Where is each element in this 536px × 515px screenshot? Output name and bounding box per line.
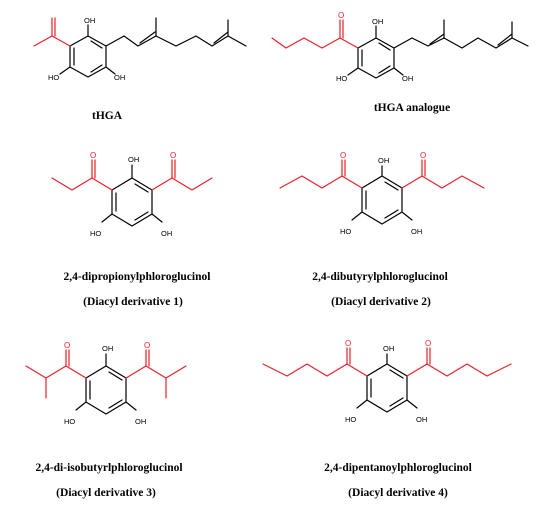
dibutyryl-o-left: O [340, 151, 346, 160]
dipentanoyl-o-right: O [425, 339, 431, 348]
dipentanoyl-oh-top: OH [383, 344, 394, 353]
dipropionyl-oh-left: HO [90, 229, 101, 238]
thga-oh-top: OH [84, 16, 95, 25]
structure-thga [33, 17, 247, 78]
dipentanoyl-oh-right: OH [416, 415, 427, 424]
caption-dibutyryl: 2,4-dibutyrylphloroglucinol [312, 271, 448, 283]
caption-diisobutyryl: 2,4-di-isobutyrlphloroglucinol [35, 462, 183, 474]
caption-dipropionyl: 2,4-dipropionylphloroglucinol [63, 271, 211, 283]
thga-oh-left: HO [48, 73, 59, 82]
analogue-oh-top: OH [372, 17, 383, 26]
structure-thga-analogue [271, 19, 529, 79]
structure-diisobutyryl [25, 349, 187, 415]
dibutyryl-oh-left: HO [340, 227, 351, 236]
dipropionyl-o-left: O [90, 151, 96, 160]
dipropionyl-oh-right: OH [161, 229, 172, 238]
subcaption-dipropionyl: (Diacyl derivative 1) [83, 296, 183, 308]
diisobutyryl-oh-right: OH [135, 417, 146, 426]
diisobutyryl-oh-top: OH [102, 344, 113, 353]
structure-dipropionyl [51, 159, 213, 227]
thga-oh-right: OH [114, 73, 125, 82]
caption-dipentanoyl: 2,4-dipentanoylphloroglucinol [324, 462, 472, 474]
dipentanoyl-oh-left: HO [345, 415, 356, 424]
caption-thga-analogue: tHGA analogue [373, 102, 451, 114]
dibutyryl-o-right: O [420, 151, 426, 160]
diisobutyryl-o-left: O [64, 341, 70, 350]
dibutyryl-oh-top: OH [378, 156, 389, 165]
analogue-oh-left: HO [336, 74, 347, 83]
subcaption-diisobutyryl: (Diacyl derivative 3) [56, 487, 156, 499]
subcaption-dibutyryl: (Diacyl derivative 2) [331, 296, 431, 308]
diisobutyryl-oh-left: HO [64, 417, 75, 426]
dipropionyl-o-right: O [170, 151, 176, 160]
structure-dipentanoyl [262, 347, 512, 413]
subcaption-dipentanoyl: (Diacyl derivative 4) [348, 487, 448, 499]
dipentanoyl-o-left: O [345, 339, 351, 348]
analogue-carbonyl-o: O [338, 11, 344, 20]
structure-dibutyryl [279, 159, 485, 225]
dibutyryl-oh-right: OH [411, 227, 422, 236]
analogue-oh-right: OH [402, 74, 413, 83]
caption-thga: tHGA [91, 110, 123, 122]
diisobutyryl-o-right: O [144, 341, 150, 350]
dipropionyl-oh-top: OH [128, 155, 139, 164]
